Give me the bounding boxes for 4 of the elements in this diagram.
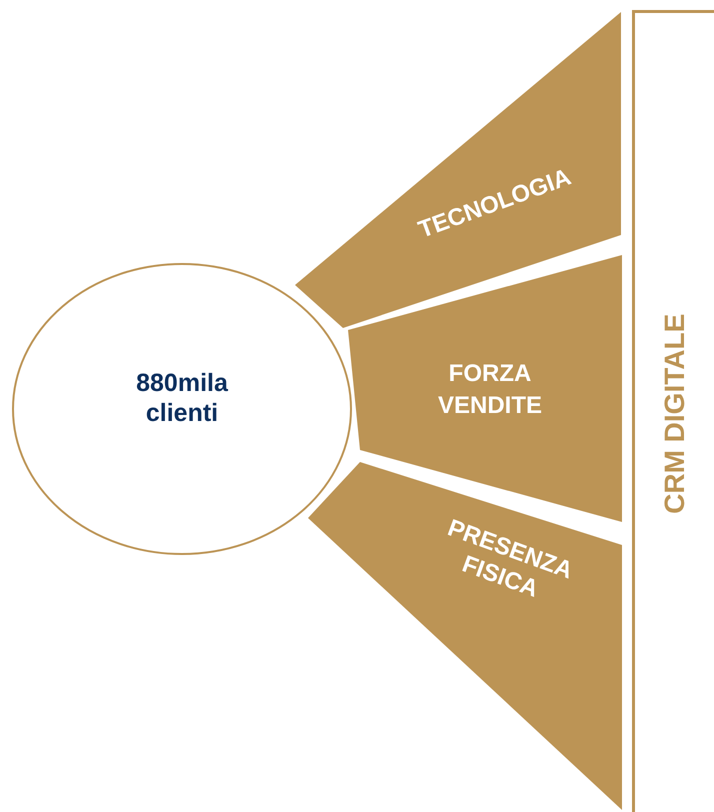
node-label: CRM DIGITALE [658, 312, 692, 516]
bracket-frame [632, 10, 714, 812]
node-label: 880mila clienti [135, 368, 229, 428]
node-label: FORZA VENDITE [436, 359, 543, 422]
